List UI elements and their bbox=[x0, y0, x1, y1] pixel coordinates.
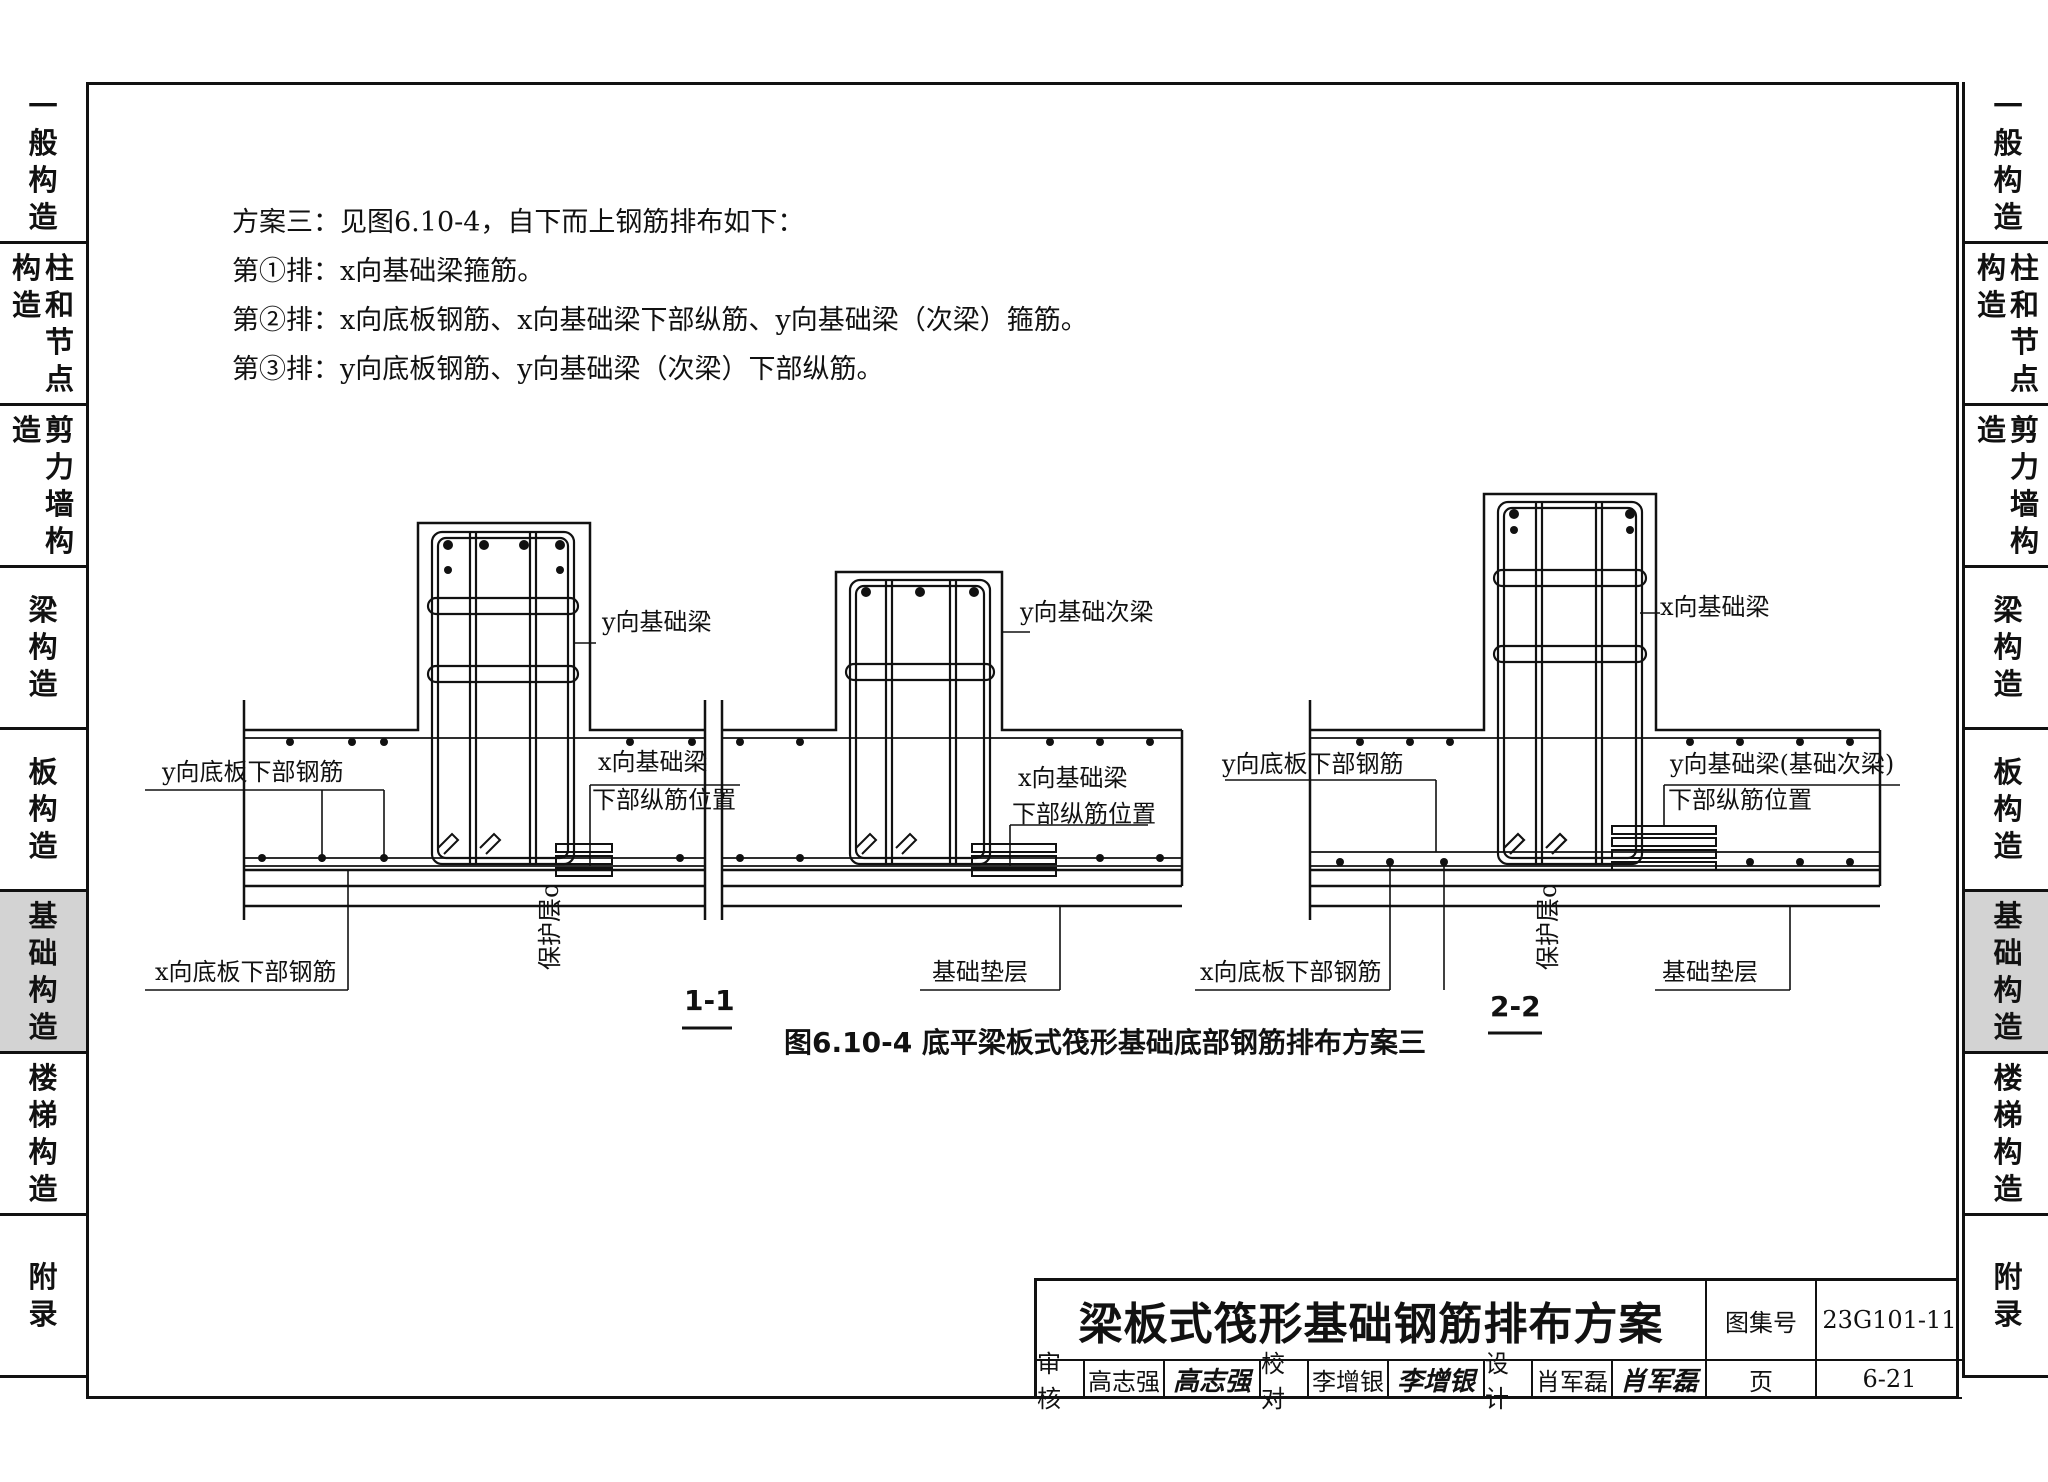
checker-name: 李增银 bbox=[1309, 1361, 1389, 1399]
section-1-1-y-secondary-beam-stirrups bbox=[844, 578, 996, 866]
desc-line-4: 第③排：y向底板钢筋、y向基础梁（次梁）下部纵筋。 bbox=[232, 354, 884, 385]
label-cushion-2: 基础垫层 bbox=[1662, 958, 1758, 986]
label-x-slab-bottom-bars-2: x向底板下部钢筋 bbox=[1200, 958, 1382, 986]
drawing-frame bbox=[86, 82, 1959, 1399]
section-marker-underlines bbox=[682, 1026, 1542, 1035]
designer-name: 肖军磊 bbox=[1533, 1361, 1613, 1399]
section-1-1-x-beam-bottom-bars bbox=[555, 843, 1057, 877]
sidebar-tab-label: 楼梯构造 bbox=[1993, 1060, 2023, 1206]
left-sidebar: 一般构造柱和节点构造剪力墙构造梁构造板构造基础构造楼梯构造附录 bbox=[0, 82, 89, 1378]
sidebar-tab[interactable]: 板构造 bbox=[0, 730, 86, 892]
sidebar-tab[interactable]: 基础构造 bbox=[0, 892, 86, 1054]
sidebar-tab[interactable]: 剪力墙构造 bbox=[1965, 406, 2048, 568]
section-id-2-2: 2-2 bbox=[1490, 990, 1541, 1023]
section-2-2-outline bbox=[1308, 492, 1882, 920]
atlas-number: 23G101-11 bbox=[1817, 1281, 1962, 1361]
sidebar-tab[interactable]: 剪力墙构造 bbox=[0, 406, 86, 568]
label-y-beam-s2-position: 下部纵筋位置 bbox=[1668, 786, 1812, 814]
sidebar-tab-label: 基础构造 bbox=[1993, 898, 2023, 1044]
section-1-1-stirrup-hooks bbox=[437, 832, 918, 855]
scheme-description: 方案三：见图6.10-4，自下而上钢筋排布如下： 第①排：x向基础梁箍筋。 第②… bbox=[232, 198, 1088, 394]
desc-line-2: 第①排：x向基础梁箍筋。 bbox=[232, 256, 545, 287]
atlas-label: 图集号 bbox=[1707, 1281, 1817, 1361]
checker-signature: 李增银 bbox=[1389, 1361, 1485, 1399]
label-cushion-1: 基础垫层 bbox=[932, 958, 1028, 986]
label-cover-1: 保护层c bbox=[536, 885, 564, 970]
sidebar-tab-label: 柱和节点构造 bbox=[11, 250, 75, 396]
check-label: 校对 bbox=[1261, 1350, 1309, 1413]
sidebar-tab-label: 梁构造 bbox=[28, 593, 58, 701]
section-1-1-outline bbox=[242, 521, 1184, 920]
sidebar-tab-label: 板构造 bbox=[1993, 755, 2023, 863]
sidebar-tab[interactable]: 附录 bbox=[0, 1216, 86, 1378]
sidebar-tab[interactable]: 一般构造 bbox=[0, 82, 86, 244]
section-id-1-1: 1-1 bbox=[684, 984, 735, 1017]
section-2-2-leaders bbox=[1195, 612, 1900, 991]
sidebar-tab[interactable]: 板构造 bbox=[1965, 730, 2048, 892]
label-x-beam-2-position: 下部纵筋位置 bbox=[1012, 800, 1156, 828]
sidebar-tab[interactable]: 楼梯构造 bbox=[1965, 1054, 2048, 1216]
label-y-secondary-beam: y向基础次梁 bbox=[1019, 598, 1154, 626]
sidebar-tab[interactable]: 楼梯构造 bbox=[0, 1054, 86, 1216]
rebar-dots bbox=[258, 509, 1854, 866]
label-y-slab-bottom-bars-1: y向底板下部钢筋 bbox=[161, 758, 344, 786]
sidebar-tab-label: 柱和节点构造 bbox=[1976, 250, 2040, 396]
label-y-beam: y向基础梁 bbox=[601, 608, 712, 636]
drawing-title: 梁板式筏形基础钢筋排布方案 bbox=[1037, 1281, 1707, 1361]
designer-signature: 肖军磊 bbox=[1613, 1361, 1707, 1399]
sidebar-tab-label: 附录 bbox=[1993, 1259, 2023, 1331]
sidebar-tab-label: 剪力墙构造 bbox=[1976, 412, 2040, 558]
sidebar-tab-label: 附录 bbox=[28, 1259, 58, 1331]
sidebar-tab-label: 基础构造 bbox=[28, 898, 58, 1044]
reviewer-signature: 高志强 bbox=[1165, 1361, 1261, 1399]
reviewer-name: 高志强 bbox=[1085, 1361, 1165, 1399]
section-2-2-x-beam-stirrups bbox=[1492, 500, 1648, 866]
sidebar-tab-label: 楼梯构造 bbox=[28, 1060, 58, 1206]
sidebar-tab-label: 梁构造 bbox=[1993, 593, 2023, 701]
sidebar-tab[interactable]: 柱和节点构造 bbox=[0, 244, 86, 406]
label-x-slab-bottom-bars-1: x向底板下部钢筋 bbox=[155, 958, 337, 986]
sidebar-tab[interactable]: 基础构造 bbox=[1965, 892, 2048, 1054]
label-cover-2: 保护层c bbox=[1534, 885, 1562, 970]
label-x-beam-s2: x向基础梁 bbox=[1660, 593, 1770, 621]
sidebar-tab[interactable]: 附录 bbox=[1965, 1216, 2048, 1378]
sidebar-tab[interactable]: 一般构造 bbox=[1965, 82, 2048, 244]
page-number: 6-21 bbox=[1817, 1361, 1962, 1399]
sidebar-tab-label: 一般构造 bbox=[1993, 88, 2023, 234]
label-x-beam-1: x向基础梁 bbox=[598, 748, 708, 776]
sidebar-tab-label: 剪力墙构造 bbox=[11, 412, 75, 558]
label-x-beam-1-position: 下部纵筋位置 bbox=[592, 786, 736, 814]
label-y-slab-bottom-bars-2: y向底板下部钢筋 bbox=[1221, 750, 1404, 778]
sidebar-tab[interactable]: 梁构造 bbox=[0, 568, 86, 730]
section-1-1-y-beam-stirrups bbox=[426, 530, 580, 866]
sidebar-tab[interactable]: 梁构造 bbox=[1965, 568, 2048, 730]
right-sidebar: 一般构造柱和节点构造剪力墙构造梁构造板构造基础构造楼梯构造附录 bbox=[1962, 82, 2048, 1378]
label-y-beam-s2: y向基础梁(基础次梁) bbox=[1669, 750, 1894, 778]
design-label: 设计 bbox=[1485, 1350, 1533, 1413]
review-label: 审核 bbox=[1037, 1350, 1085, 1413]
title-block: 梁板式筏形基础钢筋排布方案 图集号 23G101-11 审核 高志强 高志强 校… bbox=[1034, 1278, 1962, 1413]
desc-line-1: 方案三：见图6.10-4，自下而上钢筋排布如下： bbox=[232, 207, 805, 238]
sidebar-tab[interactable]: 柱和节点构造 bbox=[1965, 244, 2048, 406]
desc-line-3: 第②排：x向底板钢筋、x向基础梁下部纵筋、y向基础梁（次梁）箍筋。 bbox=[232, 305, 1088, 336]
section-1-1-leaders bbox=[145, 631, 1148, 991]
label-x-beam-2: x向基础梁 bbox=[1018, 764, 1128, 792]
sidebar-tab-label: 一般构造 bbox=[28, 88, 58, 234]
sidebar-tab-label: 板构造 bbox=[28, 755, 58, 863]
figure-caption: 图6.10-4 底平梁板式筏形基础底部钢筋排布方案三 bbox=[784, 1026, 1426, 1059]
page-label: 页 bbox=[1707, 1361, 1817, 1399]
